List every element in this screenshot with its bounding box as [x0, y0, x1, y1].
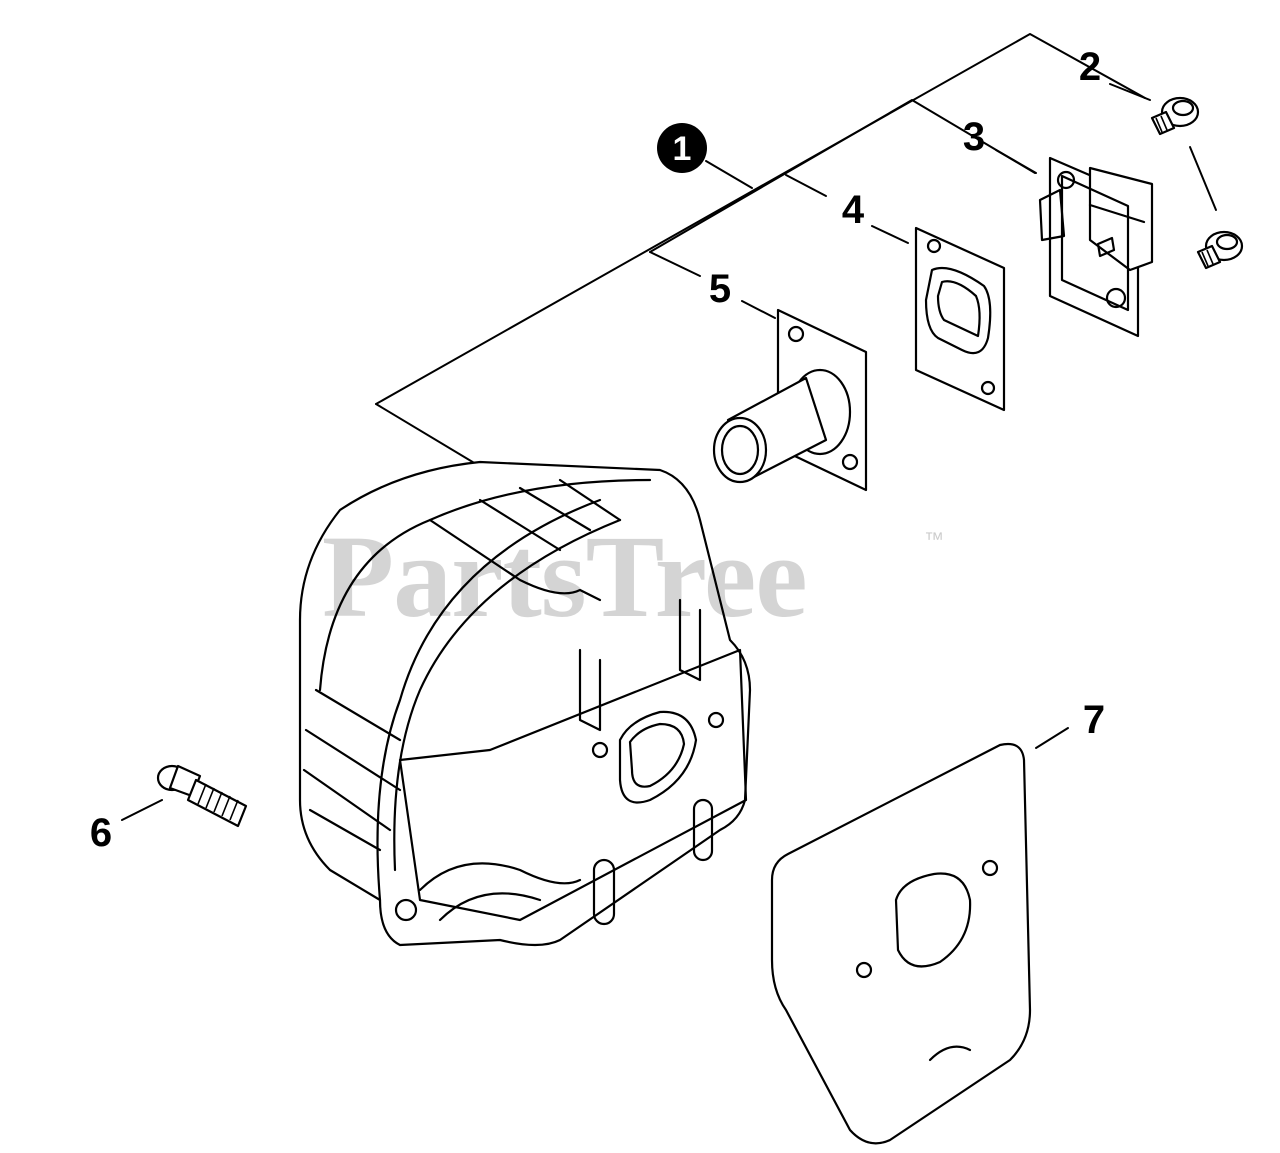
gasket-icon[interactable]	[914, 226, 1006, 412]
callout-6[interactable]: 6	[90, 811, 112, 855]
callout-7[interactable]: 7	[1083, 698, 1105, 742]
watermark-text: PartsTree	[322, 511, 807, 642]
watermark-trademark: ™	[924, 529, 944, 551]
cap-cover-icon[interactable]	[1038, 156, 1154, 338]
exhaust-pipe-icon[interactable]	[712, 308, 868, 492]
callout-2[interactable]: 2	[1079, 45, 1101, 89]
callout-1-label: 1	[673, 130, 692, 168]
watermark: PartsTree ™	[322, 511, 944, 642]
bolt-icon[interactable]	[156, 764, 248, 828]
screw-icon[interactable]	[1150, 96, 1200, 136]
callouts: 1 2 3 4 5 6 7	[90, 45, 1105, 855]
heat-shield-gasket-icon[interactable]	[770, 742, 1032, 1145]
leader-lines	[121, 33, 1217, 821]
callout-4[interactable]: 4	[842, 188, 865, 232]
callout-5[interactable]: 5	[709, 267, 731, 311]
muffler-assembly-icon[interactable]	[298, 460, 752, 947]
callout-3[interactable]: 3	[963, 115, 985, 159]
callout-1-badge[interactable]: 1	[657, 123, 707, 173]
screw-icon[interactable]	[1196, 230, 1244, 270]
